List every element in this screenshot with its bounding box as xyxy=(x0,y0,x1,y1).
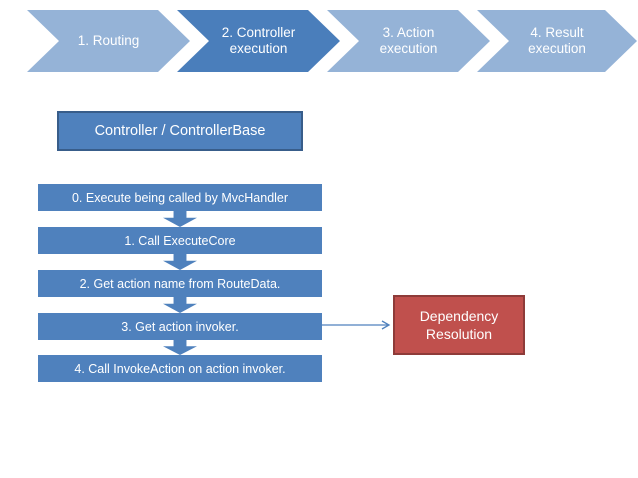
chevron-step-action-execution-label: 3. Action execution xyxy=(379,24,438,56)
flow-step-0: 0. Execute being called by MvcHandler xyxy=(38,184,322,211)
flow-arrow-down-icon xyxy=(163,340,197,355)
controller-box: Controller / ControllerBase xyxy=(57,111,303,151)
controller-box-label: Controller / ControllerBase xyxy=(94,123,266,139)
flow-step-4-label: 4. Call InvokeAction on action invoker. xyxy=(74,361,286,376)
chevron-step-result-execution-label: 4. Result execution xyxy=(528,24,586,56)
flow-step-1-label: 1. Call ExecuteCore xyxy=(124,233,236,248)
connector-arrow-icon xyxy=(322,320,391,330)
flow-arrow-down-icon xyxy=(163,297,197,313)
flow-step-0-label: 0. Execute being called by MvcHandler xyxy=(71,190,289,205)
chevron-step-routing: 1. Routing xyxy=(27,10,190,72)
flow-step-3: 3. Get action invoker. xyxy=(38,313,322,340)
chevron-step-result-execution: 4. Result execution xyxy=(477,10,637,72)
flow-step-2: 2. Get action name from RouteData. xyxy=(38,270,322,297)
chevron-step-action-execution: 3. Action execution xyxy=(327,10,490,72)
dependency-resolution-label: Dependency Resolution xyxy=(419,307,499,342)
chevron-step-routing-label: 1. Routing xyxy=(77,32,140,48)
flow-arrow-down-icon xyxy=(163,254,197,270)
chevron-step-controller-execution: 2. Controller execution xyxy=(177,10,340,72)
flow-arrow-down-icon xyxy=(163,211,197,227)
flow-step-4: 4. Call InvokeAction on action invoker. xyxy=(38,355,322,382)
chevron-step-controller-execution-label: 2. Controller execution xyxy=(221,24,296,56)
flow-step-1: 1. Call ExecuteCore xyxy=(38,227,322,254)
dependency-resolution-box: Dependency Resolution xyxy=(393,295,525,355)
flow-step-3-label: 3. Get action invoker. xyxy=(121,319,239,334)
flow-step-2-label: 2. Get action name from RouteData. xyxy=(79,276,281,291)
